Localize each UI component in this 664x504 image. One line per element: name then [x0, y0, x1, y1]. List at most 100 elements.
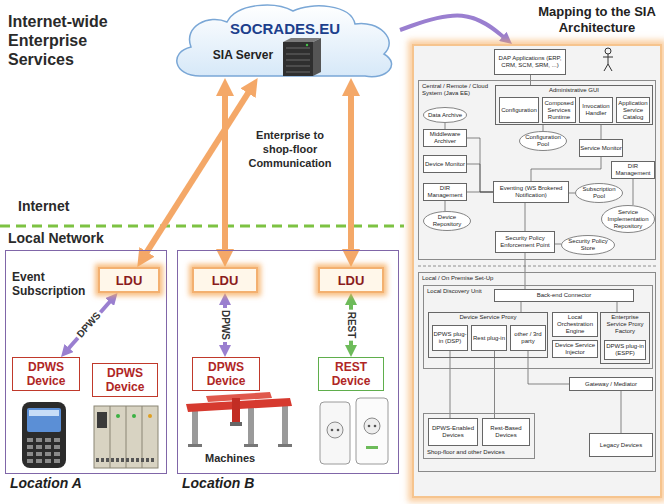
node-label: Eventing (WS Brokered Notification) [494, 185, 568, 199]
arch-box: Device Monitor [423, 155, 467, 173]
machine-picture [282, 402, 288, 446]
arch-box: DIR Management [611, 161, 655, 179]
node-label: DPWS Device [195, 360, 257, 388]
node-label: Composed Services Runtime [543, 100, 575, 121]
node-label: Local Orchestration Engine [553, 314, 597, 335]
phone-picture [27, 459, 61, 463]
server-icon [286, 48, 310, 49]
arch-box: Local Orchestration Engine [552, 312, 598, 337]
node-label: other / 3rd party [511, 331, 545, 345]
node-label: Gateway / Mediator [570, 381, 652, 388]
text-label: Internet-wide Enterprise Services [8, 12, 136, 69]
node-label: Security Policy Store [565, 238, 611, 252]
rest-device-picture [337, 429, 340, 432]
arch-box: Legacy Devices [589, 433, 653, 457]
connector [494, 351, 495, 418]
connector [222, 87, 228, 258]
node-label: Middleware Archiver [424, 131, 466, 145]
node-label: Configuration Pool [523, 134, 563, 148]
node-label: LDU [102, 273, 156, 288]
machine-picture [248, 404, 254, 446]
location-box: LDULDUDPWS DeviceREST DeviceLocation B [177, 250, 399, 474]
arch-store: Configuration Pool [519, 131, 567, 151]
node-label: Location A [10, 475, 82, 492]
node-label: Local Discovery Unit [427, 288, 649, 295]
server-icon [283, 42, 313, 76]
connector [445, 201, 446, 211]
node-label: SOCRADES.EU [215, 20, 355, 37]
phone-picture [29, 410, 59, 416]
device-box: DPWS Device [92, 363, 158, 397]
node-label: Device Service Injector [553, 342, 597, 356]
rest-device-picture [366, 446, 378, 449]
arch-box: Middleware Archiver [423, 129, 467, 147]
node-label: DIR Management [424, 185, 466, 199]
node-label: DIR Management [612, 163, 654, 177]
node-label: Data Archive [427, 112, 463, 119]
ldu-box: LDU [98, 267, 160, 293]
arch-box: Rest plug-in [471, 325, 507, 351]
panel-ground [414, 46, 660, 496]
edge-label: DPWS [74, 308, 105, 341]
controller-picture [94, 406, 158, 468]
arch-region: Back-end ConnectorDPWS plug-in (DSP) Rest… [423, 285, 653, 369]
node-label: Legacy Devices [590, 442, 652, 449]
server-icon [286, 66, 310, 67]
arch-box: DPWS-Enabled Devices [428, 418, 478, 446]
node-label: REST Device [321, 360, 381, 388]
ldu-box: LDU [318, 267, 384, 293]
node-label: Rest-Based Devices [483, 425, 529, 439]
store-outline [602, 206, 655, 233]
phone-picture [27, 452, 61, 456]
architecture-panel: DAP Applications (ERP, CRM, SCM, SRM, ..… [412, 44, 662, 498]
user-icon [604, 64, 608, 71]
node-label: Location B [182, 475, 254, 492]
node-label: Service Implementation Repository [605, 209, 651, 230]
controller-picture [94, 406, 158, 468]
connector [142, 86, 253, 260]
device-box: REST Device [318, 357, 384, 391]
node-label: DPWS-Enabled Devices [429, 425, 477, 439]
connector [400, 15, 507, 40]
node-label: Back-end Connector [495, 292, 633, 299]
phone-picture [22, 402, 66, 468]
connector [521, 302, 522, 312]
text-label: Internet [18, 198, 69, 215]
connector [348, 87, 354, 258]
arch-group: DPWS plug-in (ESPF)Enterprise Service Pr… [600, 312, 650, 364]
rest-device-picture [364, 418, 380, 434]
node-label: DPWS plug-in (DSP) [433, 331, 467, 345]
text-label: Local Network [8, 230, 104, 247]
arch-box: DPWS plug-in (ESPF) [604, 340, 646, 360]
connector [525, 253, 526, 289]
user-icon [603, 57, 613, 58]
arch-store: Service Implementation Repository [601, 205, 655, 233]
user-icon [608, 54, 609, 64]
node-label: Device Service Proxy [430, 314, 546, 321]
device-box: DPWS Device [192, 357, 260, 391]
server-icon [306, 44, 308, 46]
user-icon [608, 64, 612, 71]
text-label: Event Subscription [12, 270, 92, 298]
edge-label: DPWS [219, 308, 231, 342]
device-box: DPWS Device [12, 357, 80, 391]
server-icon [283, 38, 321, 76]
node-label: Security Policy Enforcement Point [496, 235, 554, 249]
node-label: Administrative GUI [497, 87, 651, 94]
arch-box: Composed Services Runtime [542, 97, 576, 123]
arch-box: Configuration [499, 97, 539, 123]
arch-box: DIR Management [423, 183, 467, 201]
node-label: Service Monitor [580, 145, 622, 152]
machine-picture [230, 422, 242, 426]
node-label: DPWS Device [15, 360, 77, 388]
arch-box: Device Service Injector [552, 340, 598, 358]
node-label: Rest plug-in [472, 335, 506, 342]
node-label: Application Service Catalog [617, 100, 649, 121]
network-boundary [0, 225, 404, 228]
phone-picture [27, 408, 61, 432]
server-icon [313, 38, 321, 76]
rest-device-picture [327, 422, 343, 438]
user-icon [605, 48, 611, 54]
machine-picture [186, 392, 292, 447]
